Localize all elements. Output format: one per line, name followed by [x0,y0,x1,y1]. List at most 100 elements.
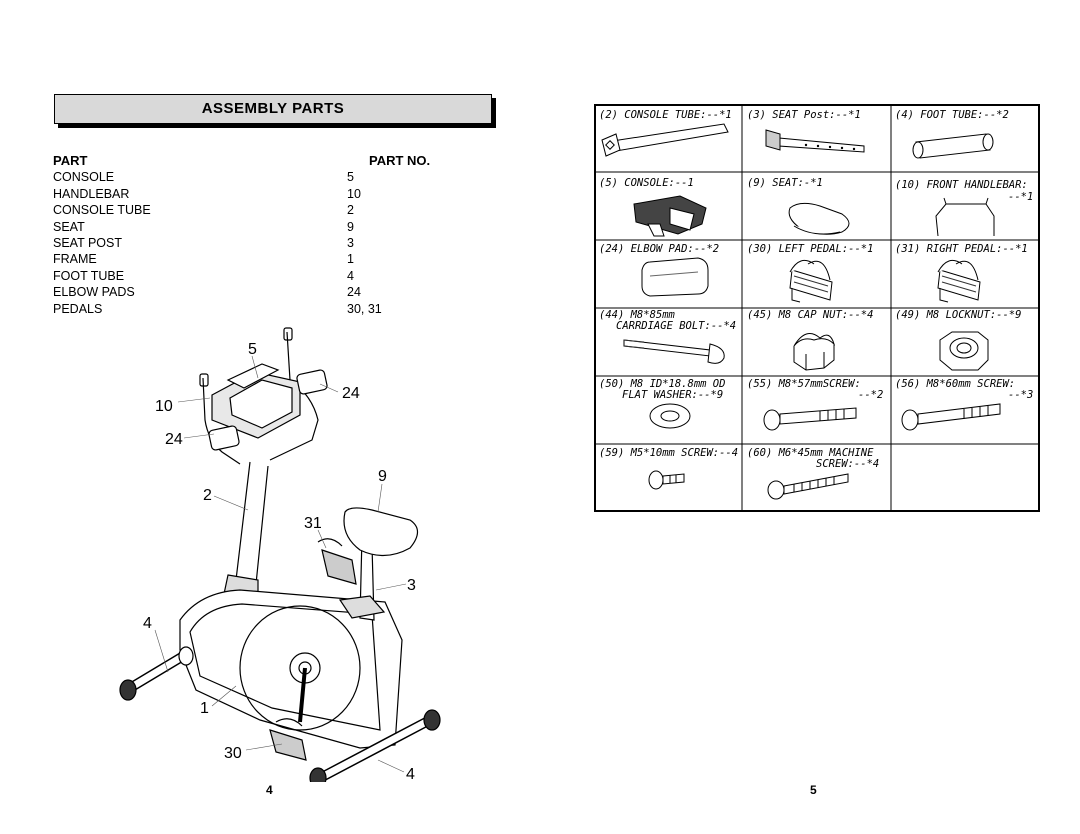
hw-label: --*3 [1008,389,1033,401]
crank-arm [298,667,307,723]
callout-24: 24 [165,431,183,448]
hardware-grid: (2) CONSOLE TUBE:--*1 (3) SEAT Post:--*1… [594,104,1040,512]
assembly-parts-title-box: ASSEMBLY PARTS [54,94,492,124]
part-name: SEAT [53,219,85,234]
table-row: FRAME 1 [53,251,473,267]
callout-10: 10 [155,398,173,415]
console-tube-drawing [601,123,729,157]
screw-57mm-drawing [763,407,857,431]
hw-label: (59) M5*10mm SCREW:--4 [599,447,738,459]
elbow-pad-left [208,425,240,451]
part-number: 24 [347,285,361,300]
hw-label: (24) ELBOW PAD:--*2 [599,243,719,255]
exercise-bike-illustration: 5 10 24 24 2 9 31 3 4 1 30 4 [119,327,441,782]
hw-label: (10) FRONT HANDLEBAR: [895,179,1028,191]
hw-label: (50) M8 ID*18.8mm OD [599,378,725,390]
part-number: 9 [347,219,354,234]
hw-label: (45) M8 CAP NUT:--*4 [747,309,873,321]
right-pedal-strap [317,538,343,547]
console-screen [229,379,293,429]
hw-label: (5) CONSOLE:--1 [599,177,694,189]
part-number: 1 [347,252,354,267]
front-foot-cap [119,679,137,701]
rear-foot-cap [309,767,327,782]
hw-label: (3) SEAT Post:--*1 [747,109,861,121]
callout-5: 5 [248,341,257,358]
part-name: CONSOLE TUBE [53,203,151,218]
seat-post-drawing [765,129,865,153]
part-name: FRAME [53,252,97,267]
callout-3: 3 [407,577,416,594]
hw-label: (60) M6*45mm MACHINE [747,447,874,459]
parts-table: PART PART NO. CONSOLE 5 HANDLEBAR 10 CONSO… [53,153,473,317]
hw-label: (44) M8*85mm [599,309,676,321]
callout-4: 4 [143,615,152,632]
callout-30: 30 [224,745,242,762]
table-row: SEAT 9 [53,219,473,235]
right-pedal-drawing [937,259,981,303]
header-part: PART [53,153,88,168]
hw-label: (4) FOOT TUBE:--*2 [895,109,1009,121]
part-name: ELBOW PADS [53,285,135,300]
table-row: CONSOLE 5 [53,169,473,185]
front-handlebar-drawing [935,197,995,237]
part-name: SEAT POST [53,235,123,250]
foot-tube-drawing [912,133,994,159]
table-row: HANDLEBAR 10 [53,186,473,202]
seat-post-bracket [338,595,386,619]
screw-60mm-drawing [901,403,1001,431]
table-row: PEDALS 30, 31 [53,301,473,317]
handlebar-grip [283,327,293,341]
left-pedal [269,729,307,761]
hw-label: (55) M8*57mmSCREW: [747,378,861,390]
flywheel-cover [239,605,361,731]
callout-24: 24 [342,385,360,402]
seat [343,507,419,557]
hw-label: (56) M8*60mm SCREW: [895,378,1015,390]
hw-label: --*1 [1008,191,1033,203]
elbow-pad-drawing [641,257,709,297]
machine-screw-drawing [767,473,849,500]
carriage-bolt-drawing [623,339,725,364]
console-drawing [633,195,707,237]
part-number: 5 [347,170,354,185]
left-pedal-strap [275,718,303,727]
hw-label: SCREW:--*4 [816,458,879,470]
console-top [226,363,280,389]
part-number: 4 [347,268,354,283]
callout-4: 4 [406,766,415,782]
hw-label: FLAT WASHER:--*9 [622,389,723,401]
part-name: CONSOLE [53,170,115,185]
part-number: 10 [347,186,361,201]
page-number-right: 5 [810,783,817,797]
rear-foot-cap [423,709,441,731]
hw-label: --*2 [858,389,883,401]
cap-nut-drawing [793,333,836,371]
hw-label: (9) SEAT:-*1 [747,177,823,189]
part-name: HANDLEBAR [53,186,130,201]
part-number: 30, 31 [347,301,382,316]
part-number: 2 [347,203,354,218]
frame-shroud [189,603,381,731]
table-row: ELBOW PADS 24 [53,284,473,300]
part-name: PEDALS [53,301,103,316]
table-row: CONSOLE TUBE 2 [53,202,473,218]
callout-1: 1 [200,700,209,717]
left-pedal-drawing [789,259,833,303]
hw-label: (30) LEFT PEDAL:--*1 [747,243,873,255]
parts-table-header: PART PART NO. [53,153,473,169]
hw-label: (31) RIGHT PEDAL:--*1 [895,243,1028,255]
page-title: ASSEMBLY PARTS [201,100,345,117]
hw-label: CARRDIAGE BOLT:--*4 [616,320,736,332]
header-part-no: PART NO. [369,153,431,168]
flat-washer-drawing [649,403,691,429]
screw-10mm-drawing [648,470,685,490]
callout-31: 31 [304,515,322,532]
handlebar-grip [199,373,209,387]
page-number-left: 4 [266,783,273,797]
console-tube [235,461,269,585]
right-pedal [321,549,357,585]
hw-label: (2) CONSOLE TUBE:--*1 [599,109,732,121]
